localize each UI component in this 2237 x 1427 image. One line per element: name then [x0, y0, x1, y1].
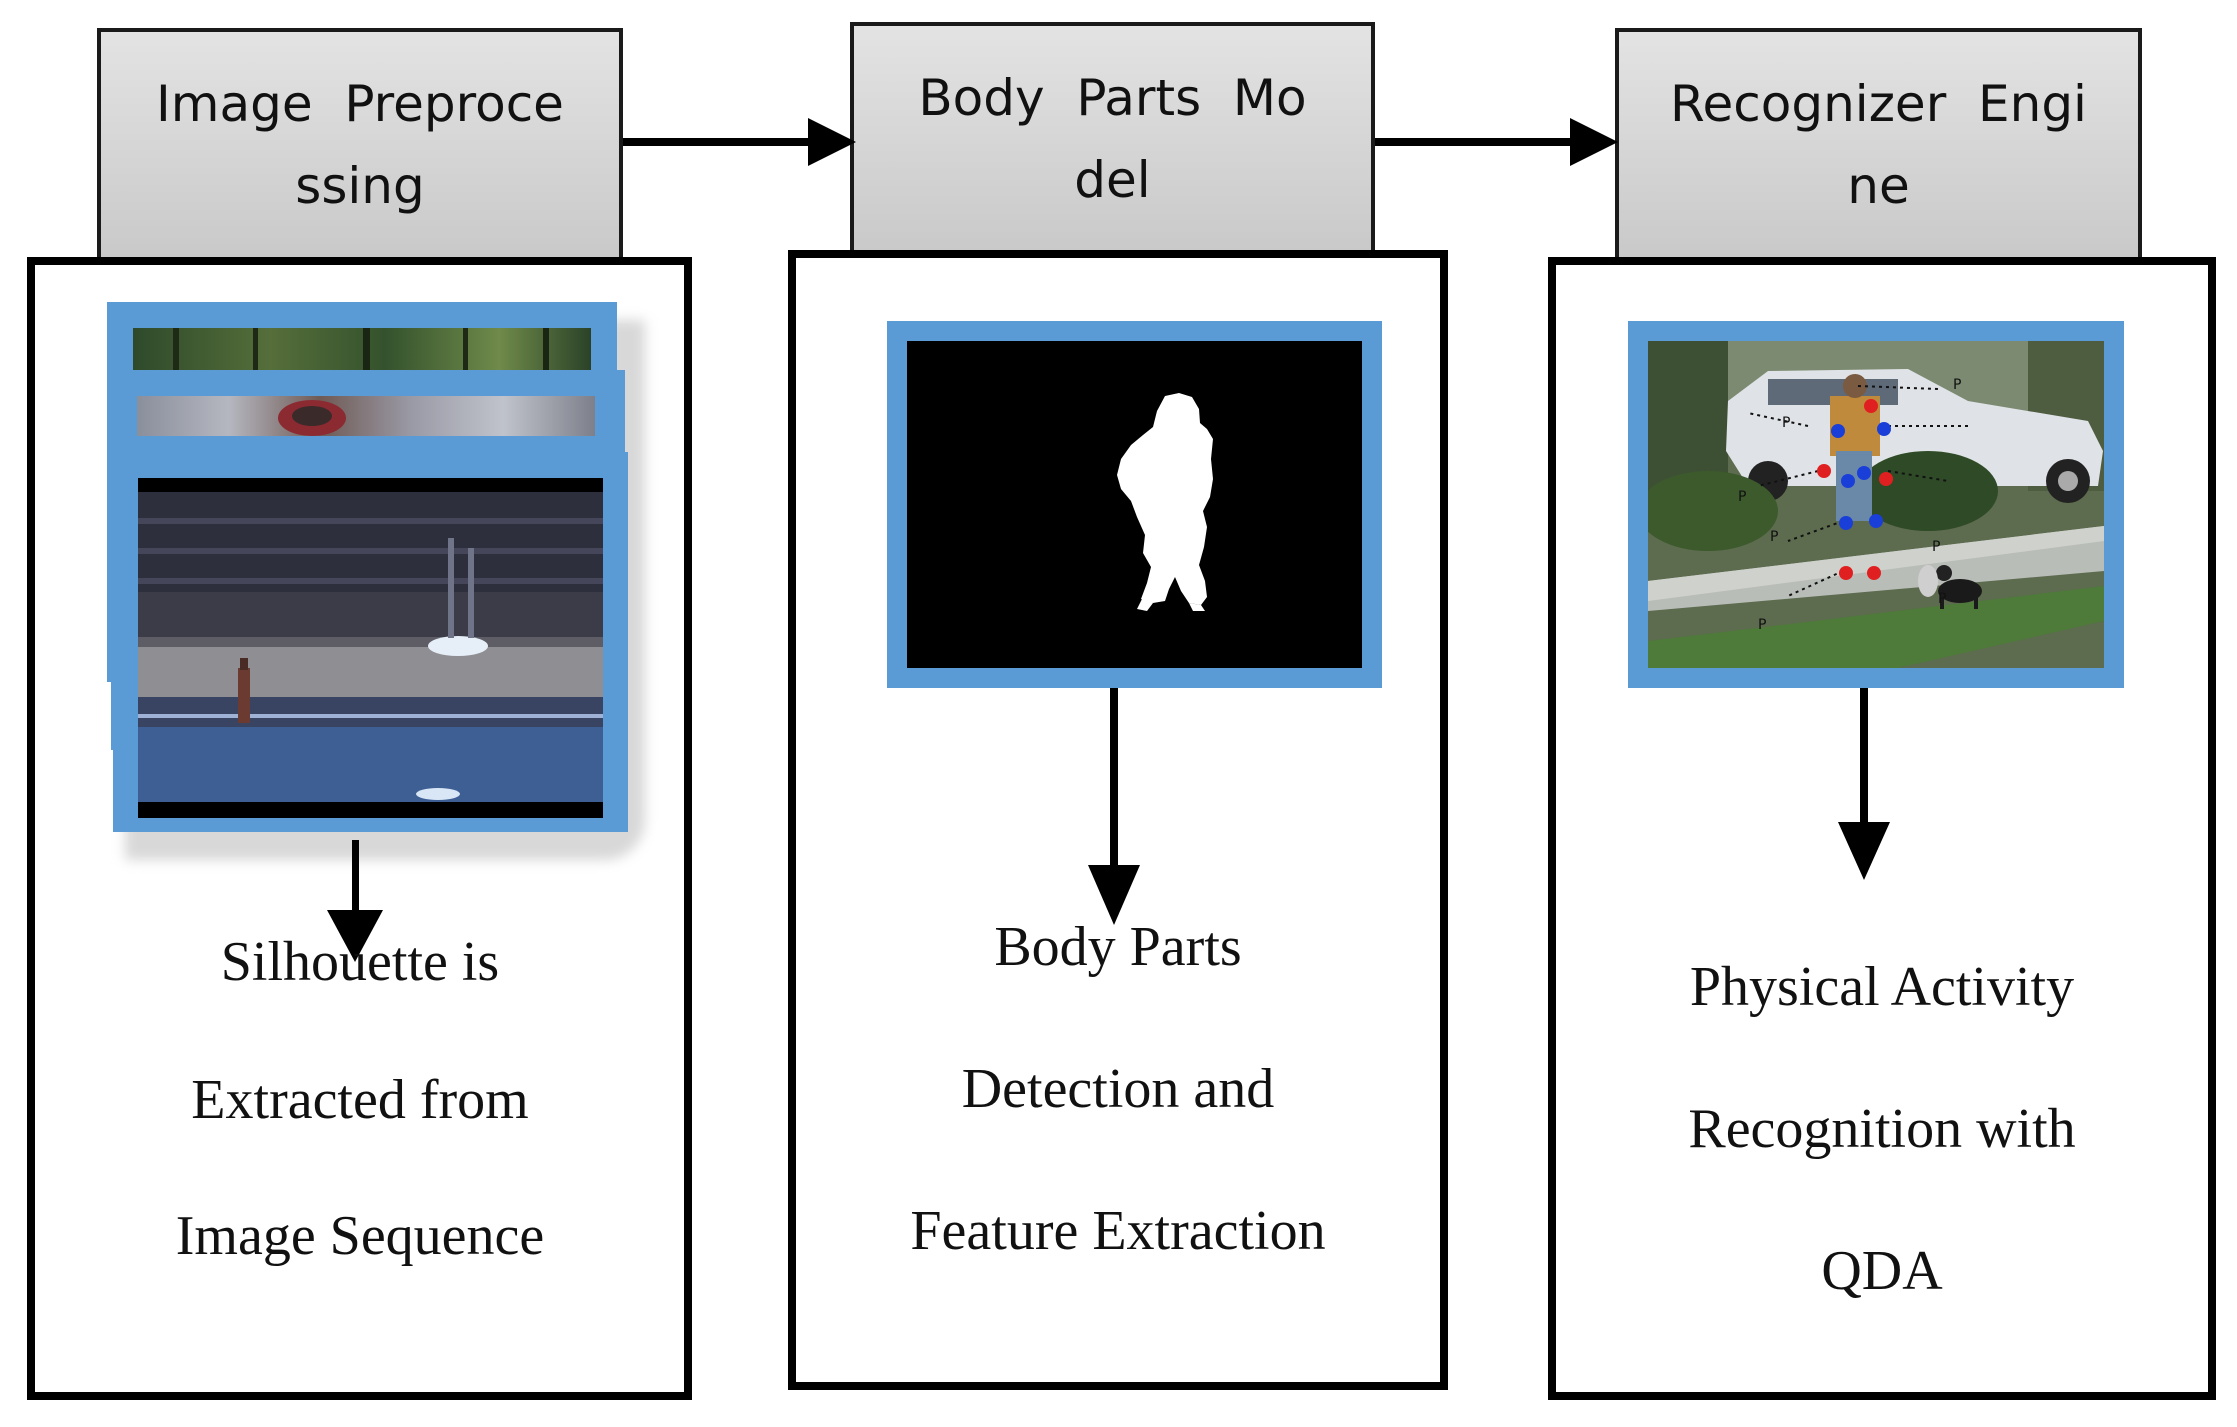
- arrow-head: [1088, 865, 1140, 925]
- svg-text:P: P: [1932, 539, 1940, 555]
- woods-photo: [137, 396, 595, 436]
- joint-markers: [1817, 399, 1893, 580]
- stage-3-header-line-1: Recognizer Engi: [1670, 75, 2087, 133]
- image-sequence-stack: [105, 300, 645, 860]
- svg-text:P: P: [1758, 617, 1766, 633]
- human-silhouette: [1117, 393, 1213, 611]
- stage-1-caption-line-1: Silhouette is: [220, 931, 500, 993]
- arrow-shaft: [1375, 138, 1575, 146]
- stage-1-header: Image Preproce ssing: [97, 28, 623, 258]
- arrow-shaft: [623, 138, 813, 146]
- person-figure: [278, 400, 346, 436]
- svg-text:P: P: [1738, 489, 1746, 505]
- stage-2-caption: Body Parts Detection and Feature Extract…: [796, 915, 1440, 1275]
- frame-front: [113, 452, 628, 832]
- arrow-shaft: [1860, 688, 1868, 868]
- person-with-skeleton: P P P P P P P: [1648, 341, 2104, 668]
- arrow-head: [808, 118, 856, 166]
- forest-photo: [133, 328, 591, 372]
- recognition-image: P P P P P P P: [1648, 341, 2104, 668]
- stage-2-header-line-1: Body Parts Mo: [918, 69, 1307, 127]
- recognition-frame: P P P P P P P: [1628, 321, 2124, 688]
- stage-3-header: Recognizer Engi ne: [1615, 28, 2142, 258]
- stage-2-header-line-2: del: [1074, 151, 1151, 209]
- stage-3-header-line-2: ne: [1847, 157, 1910, 215]
- svg-text:P: P: [1938, 591, 1946, 607]
- svg-text:P: P: [1782, 415, 1790, 431]
- stage-2-caption-line-3: Feature Extraction: [910, 1200, 1326, 1262]
- stage-1-header-line-1: Image Preproce: [156, 75, 564, 133]
- arrow-head: [1570, 118, 1618, 166]
- stage-1-caption-line-3: Image Sequence: [175, 1205, 545, 1267]
- svg-text:P: P: [1770, 529, 1778, 545]
- diving-pool-scene: [138, 492, 603, 818]
- arrow-head: [327, 910, 383, 962]
- arrow-head: [1838, 822, 1890, 880]
- stage-1-header-line-2: ssing: [295, 157, 425, 215]
- stage-3-caption-line-1: Physical Activity: [1689, 956, 2075, 1018]
- stage-3-caption: Physical Activity Recognition with QDA: [1556, 955, 2208, 1315]
- arrow-shaft: [352, 840, 359, 920]
- stage-2-caption-line-1: Body Parts: [994, 916, 1242, 978]
- silhouette-frame: [887, 321, 1382, 688]
- stage-2-header: Body Parts Mo del: [850, 22, 1375, 252]
- stage-1-caption-line-2: Extracted from: [191, 1069, 529, 1131]
- tree-trunks: [173, 328, 549, 372]
- arrow-shaft: [1110, 688, 1118, 868]
- stage-1-caption: Silhouette is Extracted from Image Seque…: [40, 930, 680, 1290]
- diving-pool-photo: [138, 478, 603, 818]
- stage-3-caption-line-2: Recognition with: [1688, 1098, 2076, 1160]
- silhouette-image: [907, 341, 1362, 668]
- stage-3-caption-line-3: QDA: [1821, 1240, 1943, 1302]
- stage-2-caption-line-2: Detection and: [961, 1058, 1275, 1120]
- svg-text:P: P: [1953, 377, 1961, 393]
